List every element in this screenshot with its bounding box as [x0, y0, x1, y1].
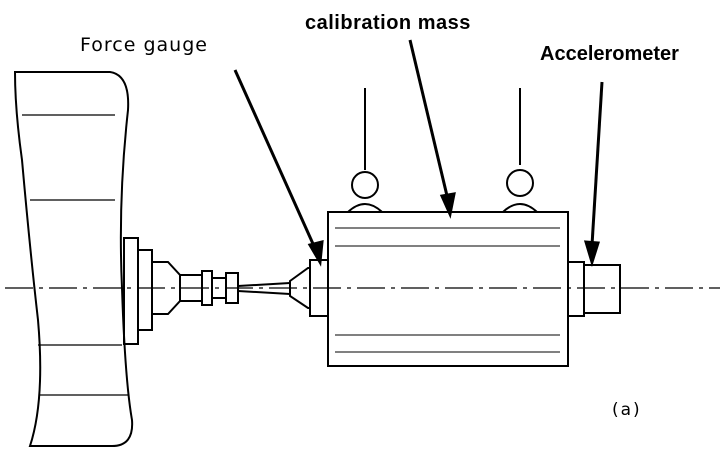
calibration-mass [327, 88, 569, 367]
figure-tag: (a) [612, 400, 642, 420]
leader-arrows [233, 39, 604, 268]
force-gauge-label: Force gauge [80, 34, 208, 56]
accelerometer [567, 261, 621, 317]
shaker-body [13, 71, 134, 447]
accelerometer-label: Accelerometer [540, 43, 679, 65]
calibration-mass-label: calibration mass [305, 12, 471, 34]
shaker-connector [123, 237, 291, 345]
